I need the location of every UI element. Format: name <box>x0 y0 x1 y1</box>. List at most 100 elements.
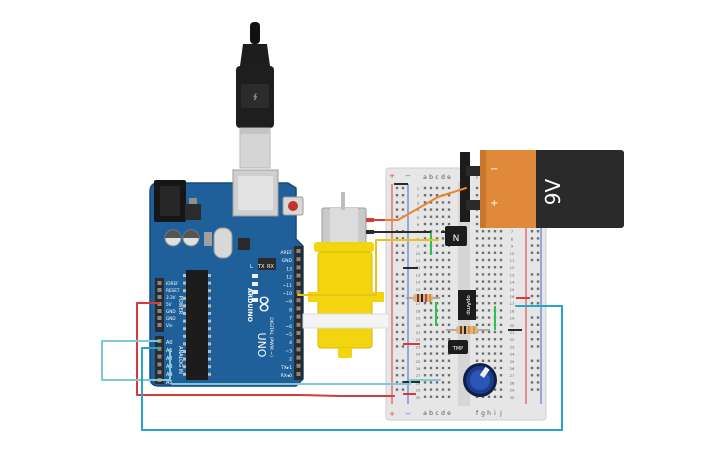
column-label: b <box>429 174 433 181</box>
column-label: f <box>476 174 479 181</box>
usb-symbol-icon: ⌁ <box>247 93 263 101</box>
digital-pin-label: 8 <box>289 307 292 313</box>
resistor-2[interactable] <box>446 326 490 334</box>
row-number: 25 <box>416 359 421 364</box>
digital-pin-label: ~5 <box>285 332 292 338</box>
row-number: 15 <box>416 287 421 292</box>
wire-blue-sensor[interactable] <box>171 379 441 385</box>
reset-button-cap[interactable] <box>288 201 298 211</box>
row-number: 23 <box>510 344 515 349</box>
column-label: c <box>435 174 438 181</box>
wire-blue-analog[interactable] <box>141 305 563 431</box>
row-number: 14 <box>416 280 421 285</box>
power-pin-label: IOREF RESET 3.3V 5V GND GND Vin <box>166 281 181 328</box>
row-number: 5 <box>417 215 420 220</box>
atmega-chip <box>186 270 208 380</box>
usb-plug-grip <box>241 84 269 108</box>
wire-orange[interactable] <box>373 187 467 221</box>
opamp-label: opAmp <box>465 295 471 315</box>
row-number: 29 <box>510 388 515 393</box>
row-number: 18 <box>510 308 515 313</box>
digital-pin-label: ~11 <box>283 283 293 289</box>
row-number: 25 <box>510 359 515 364</box>
row-number: 18 <box>416 308 421 313</box>
battery-plus-sign: + <box>490 198 498 209</box>
digital-pin-label: ~6 <box>285 324 292 330</box>
row-number: 16 <box>510 294 515 299</box>
row-number: 15 <box>510 287 515 292</box>
row-number: 22 <box>416 337 421 342</box>
column-label: g <box>481 410 485 417</box>
breadboard-holes <box>395 186 540 398</box>
arduino-model-text: UNO <box>255 333 268 358</box>
motor-terminal-2 <box>366 230 374 234</box>
battery-9v[interactable]: − + 9V <box>460 150 624 228</box>
row-number: 12 <box>416 265 421 270</box>
row-number: 1 <box>417 186 420 191</box>
row-number: 26 <box>510 366 515 371</box>
rail-plus-label: + <box>389 172 395 180</box>
digital-pin-label: ~9 <box>285 299 292 305</box>
digital-pin-label: GND <box>282 258 293 264</box>
battery-minus-sign: − <box>490 164 498 175</box>
transistor[interactable]: N <box>445 226 467 246</box>
potentiometer[interactable] <box>463 363 497 397</box>
row-number: 2 <box>417 193 420 198</box>
arduino-infinity-icon: ∞ <box>251 294 279 314</box>
row-number: 28 <box>510 380 515 385</box>
status-leds <box>252 274 258 302</box>
row-number: 22 <box>510 337 515 342</box>
column-label: d <box>441 174 445 181</box>
potentiometer-knob-mark <box>479 366 490 378</box>
usb-plug-metal <box>239 127 271 169</box>
row-number: 4 <box>417 208 420 213</box>
row-number: 23 <box>416 344 421 349</box>
row-number: 10 <box>416 251 421 256</box>
row-number: 19 <box>416 316 421 321</box>
rail-plus-label-bottom: + <box>389 410 395 418</box>
row-number: 27 <box>416 373 421 378</box>
opamp-chip[interactable]: opAmp <box>458 290 476 320</box>
wires[interactable] <box>101 187 563 431</box>
row-number: 20 <box>416 323 421 328</box>
row-number: 29 <box>416 388 421 393</box>
row-number: 11 <box>416 258 421 263</box>
row-number: 3 <box>417 200 420 205</box>
digital-pin-label: RX◂0 <box>281 373 292 379</box>
power-header-label: POWER <box>177 296 183 315</box>
digital-pin-label: 4 <box>289 340 292 346</box>
atmega-chip-pins <box>183 274 211 376</box>
row-number: 17 <box>416 301 421 306</box>
arduino-uno-board[interactable]: L TX RX ∞ ARDUINO UNO IOREF RESET 3.3V 5… <box>149 169 304 387</box>
row-number: 12 <box>510 265 515 270</box>
row-number: 19 <box>510 316 515 321</box>
motor-terminal-1 <box>366 218 374 222</box>
gearbox-body <box>317 251 373 349</box>
row-number: 10 <box>510 251 515 256</box>
digital-pin-label: 7 <box>289 316 292 322</box>
row-number: 30 <box>416 395 421 400</box>
wire-yellow-pwm[interactable] <box>297 239 439 296</box>
transistor-label: N <box>453 234 460 244</box>
rail-minus-label: − <box>405 172 411 180</box>
row-number: 9 <box>417 244 420 249</box>
wire-red-5v[interactable] <box>136 302 395 397</box>
wire-blue-a0-loop[interactable] <box>101 340 171 381</box>
digital-pin-label: 2 <box>289 357 292 363</box>
row-number: 11 <box>510 258 515 263</box>
row-number: 20 <box>510 323 515 328</box>
led-label-rx: RX <box>267 264 274 270</box>
digital-pin-label: TX▸1 <box>280 365 292 371</box>
dc-motor-gearbox[interactable] <box>302 192 390 358</box>
row-number: 8 <box>511 236 514 241</box>
column-label: b <box>429 410 433 417</box>
row-number: 24 <box>510 352 515 357</box>
temperature-sensor[interactable]: TMP <box>448 340 468 354</box>
usb-cable[interactable]: ⌁ <box>236 22 274 169</box>
digital-pin-label: ~10 <box>283 291 293 297</box>
row-number: 9 <box>511 244 514 249</box>
row-number: 21 <box>510 330 515 335</box>
column-label: e <box>447 174 451 181</box>
resistor-1[interactable] <box>406 294 440 302</box>
